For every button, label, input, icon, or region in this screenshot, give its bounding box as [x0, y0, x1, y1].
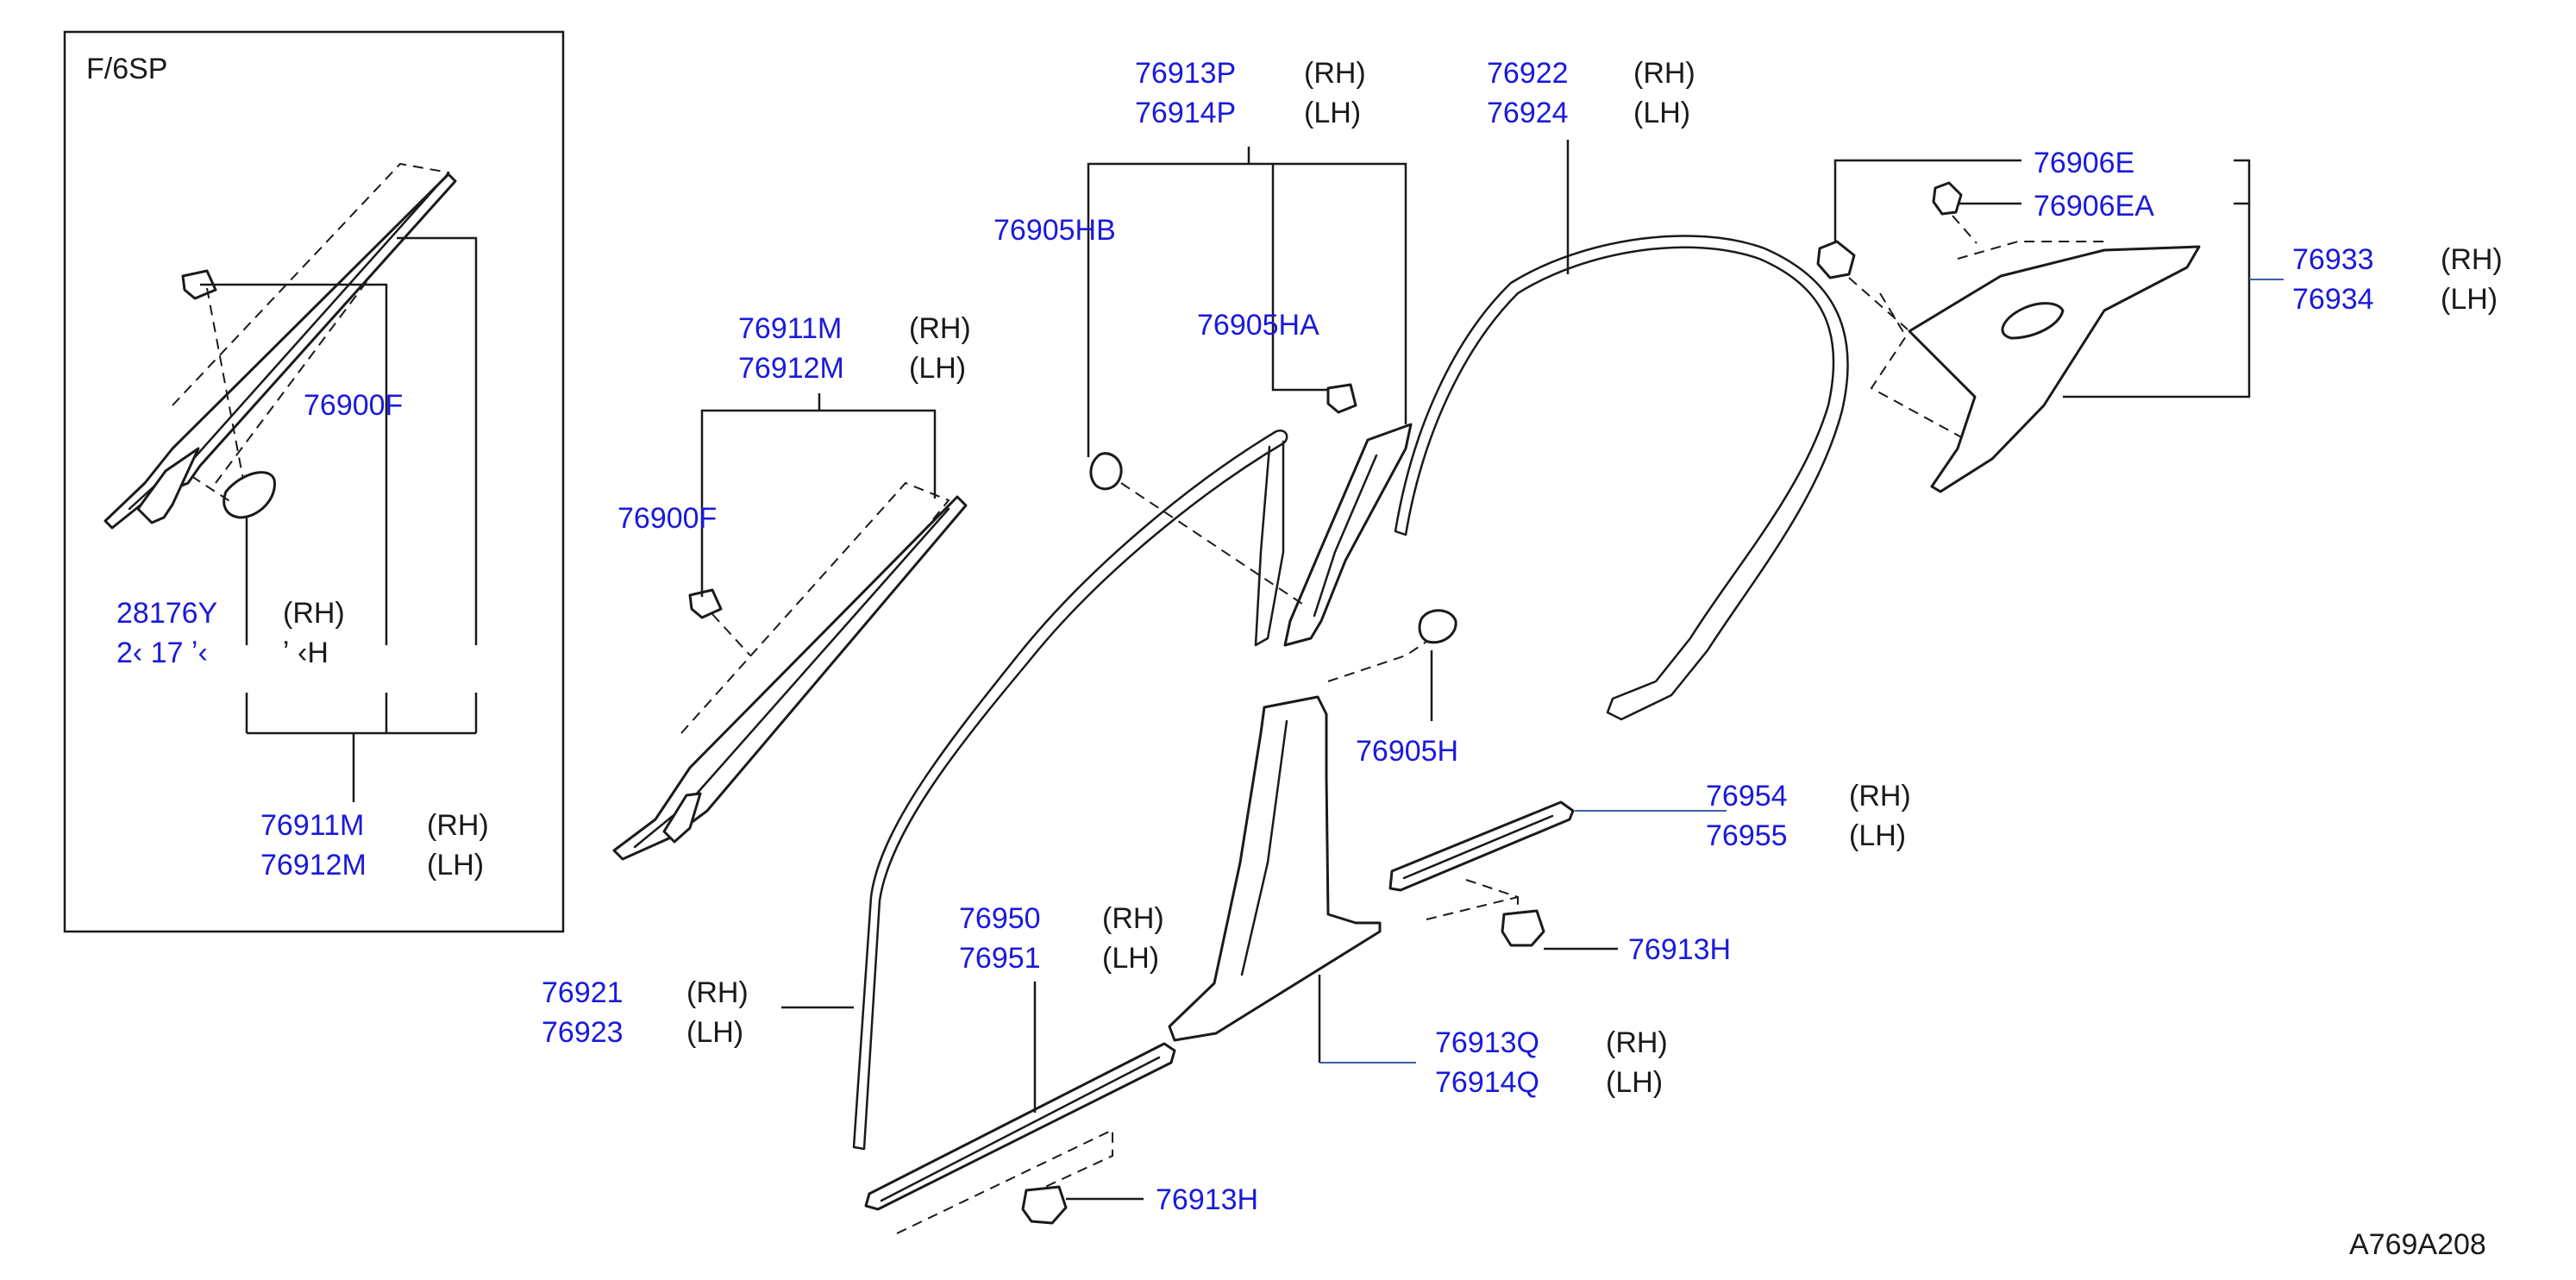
part-number-76934: 76934	[2292, 283, 2374, 316]
inset-side-28177y: ʼ ‹H	[283, 637, 329, 669]
clip-76905h-icon	[1418, 609, 1457, 644]
front-door-welt-drawing	[852, 429, 1288, 1151]
side-76913p: (RH)	[1304, 57, 1366, 90]
part-number-76913h-right: 76913H	[1628, 933, 1731, 966]
front-kicking-plate-drawing	[864, 1042, 1176, 1234]
clip-76913h-bottom-icon	[1021, 1185, 1068, 1225]
inset-panel: F/6SP 76900F 28176Y (RH) 2‹ 17 ʼ‹ ʼ ‹H 7…	[63, 30, 565, 933]
side-76914p: (LH)	[1304, 97, 1361, 129]
side-76913q: (RH)	[1606, 1026, 1668, 1059]
part-number-76906e: 76906E	[2034, 147, 2134, 179]
inset-label: F/6SP	[86, 53, 167, 85]
front-pillar-garnish-drawing	[612, 481, 968, 861]
inset-part-number-28177y: 2‹ 17 ʼ‹	[116, 637, 208, 669]
side-76912m: (LH)	[909, 352, 966, 385]
part-number-76912m: 76912M	[738, 352, 844, 385]
part-number-76911m: 76911M	[738, 312, 842, 345]
rear-pillar-handle-icon	[2001, 302, 2065, 340]
garnish-clip-icon	[688, 588, 723, 619]
side-76934: (LH)	[2441, 283, 2498, 316]
inset-frame	[63, 30, 565, 933]
side-76921: (RH)	[686, 976, 749, 1009]
inset-part-number-28176y: 28176Y	[116, 597, 217, 630]
part-number-76955: 76955	[1706, 819, 1788, 852]
pillar-clip-icon	[1326, 383, 1357, 414]
side-76955: (LH)	[1849, 819, 1906, 852]
center-pillar-lower-drawing	[1168, 609, 1457, 1042]
side-76951: (LH)	[1102, 942, 1159, 975]
part-number-76950: 76950	[959, 902, 1041, 935]
rear-door-welt-drawing	[1394, 235, 1849, 721]
side-76923: (LH)	[686, 1016, 743, 1049]
side-76914q: (LH)	[1606, 1066, 1663, 1099]
inset-speaker-cover-icon	[223, 471, 276, 519]
side-76933: (RH)	[2441, 243, 2503, 276]
side-76922: (RH)	[1633, 57, 1695, 90]
part-number-76924: 76924	[1487, 97, 1569, 129]
part-number-76914p: 76914P	[1135, 97, 1236, 129]
inset-side-76912m: (LH)	[427, 849, 484, 882]
side-76954: (RH)	[1849, 780, 1911, 813]
inset-part-number-76912m: 76912M	[260, 849, 367, 882]
part-number-76913h-bottom: 76913H	[1156, 1183, 1258, 1216]
part-number-76933: 76933	[2292, 243, 2374, 276]
inset-side-76911m: (RH)	[427, 809, 489, 842]
part-number-76922: 76922	[1487, 57, 1569, 90]
part-number-76905h: 76905H	[1356, 735, 1458, 768]
part-number-76900f: 76900F	[617, 502, 717, 535]
inset-part-number-76911m: 76911M	[260, 809, 364, 842]
part-number-76954: 76954	[1706, 780, 1788, 813]
part-number-76951: 76951	[959, 942, 1041, 975]
pillar-clip-76905hb-icon	[1089, 452, 1123, 491]
side-76950: (RH)	[1102, 902, 1164, 935]
clip-76906ea-icon	[1932, 181, 1963, 216]
part-number-76921: 76921	[542, 976, 624, 1009]
clip-76913h-right-icon	[1501, 909, 1545, 947]
part-number-76905hb: 76905HB	[993, 214, 1116, 247]
inset-side-28176y: (RH)	[283, 597, 345, 630]
part-number-76905ha: 76905HA	[1197, 309, 1319, 342]
inset-pillar-garnish-drawing	[103, 162, 457, 530]
side-76924: (LH)	[1633, 97, 1690, 129]
rear-pillar-garnish-drawing	[1816, 181, 2201, 493]
part-number-76906ea: 76906EA	[2034, 190, 2154, 223]
side-76911m: (RH)	[909, 312, 971, 345]
part-number-76913p: 76913P	[1135, 57, 1236, 90]
inset-part-number-76900f: 76900F	[304, 389, 403, 422]
part-number-76914q: 76914Q	[1435, 1066, 1539, 1099]
rear-kicking-plate-drawing	[1388, 800, 1575, 947]
figure-code: A769A208	[2349, 1228, 2486, 1261]
clip-76906e-icon	[1816, 240, 1856, 279]
part-number-76923: 76923	[542, 1016, 624, 1049]
center-pillar-upper-drawing	[1089, 383, 1413, 647]
part-number-76913q: 76913Q	[1435, 1026, 1539, 1059]
